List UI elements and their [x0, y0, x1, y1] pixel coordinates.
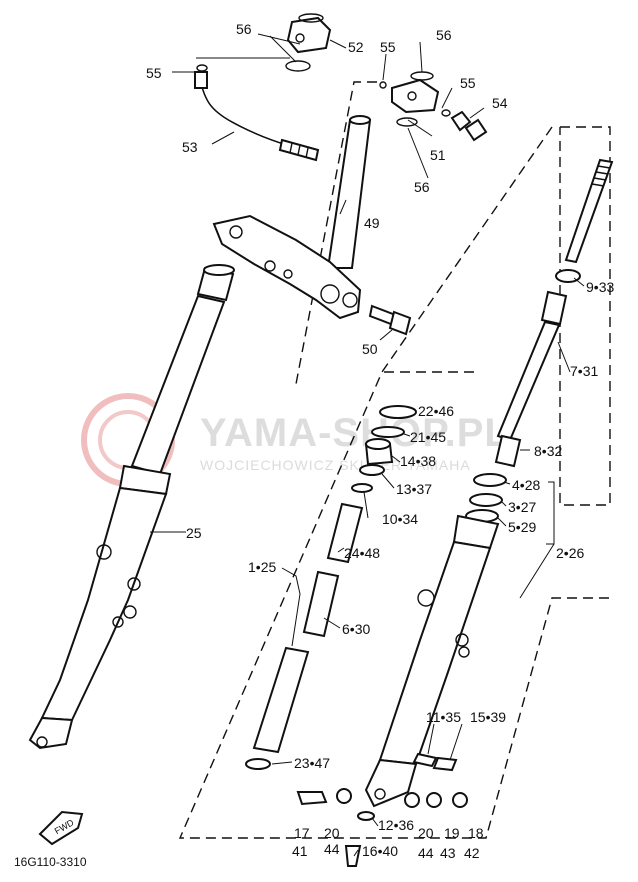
- label-18: 18: [468, 825, 484, 841]
- watermark: YAMA-SHOP.PL WOJCIECHOWICZ SKUTER YAMAHA: [81, 393, 510, 487]
- label-41: 41: [292, 843, 308, 859]
- part-11-bolt: [412, 752, 438, 768]
- part-24-inner-tube: [326, 502, 364, 564]
- right-seal-stack: [465, 473, 507, 523]
- label-53: 53: [182, 139, 198, 155]
- watermark-title: YAMA-SHOP.PL: [200, 411, 510, 455]
- label-12-36: 12•36: [378, 817, 414, 833]
- label-20-right: 20: [418, 825, 434, 841]
- label-10-34: 10•34: [382, 511, 418, 527]
- label-6-30: 6•30: [342, 621, 370, 637]
- label-7-31: 7•31: [570, 363, 598, 379]
- part-9-cap-bolt: [555, 269, 581, 283]
- part-8-spacer: [494, 434, 522, 468]
- label-56-top: 56: [236, 21, 252, 37]
- part-50-pinch-bolt: [368, 304, 412, 336]
- part-16-drain-bolt: [344, 845, 362, 867]
- part-6-slide-bushing: [302, 570, 340, 638]
- diagram-code: 16G110-3310: [14, 855, 87, 869]
- watermark-subtitle: WOJCIECHOWICZ SKUTER YAMAHA: [200, 457, 471, 473]
- center-seal-stack: [351, 405, 417, 493]
- label-22-46: 22•46: [418, 403, 454, 419]
- part-1-fork-tube: [252, 646, 310, 754]
- label-25: 25: [186, 525, 202, 541]
- label-44-left: 44: [324, 841, 340, 857]
- label-4-28: 4•28: [512, 477, 540, 493]
- label-49: 49: [364, 215, 380, 231]
- label-15-39: 15•39: [470, 709, 506, 725]
- leader-lines: [150, 33, 585, 857]
- part-23-gasket: [245, 758, 271, 770]
- part-20b-washer: [404, 792, 420, 808]
- label-24-48: 24•48: [344, 545, 380, 561]
- part-53-brake-hose: [194, 64, 320, 162]
- label-43: 43: [440, 845, 456, 861]
- label-44-right: 44: [418, 845, 434, 861]
- label-56-right: 56: [436, 27, 452, 43]
- label-11-35: 11•35: [426, 709, 461, 725]
- label-8-32: 8•32: [534, 443, 562, 459]
- forward-direction-badge: FWD: [38, 810, 84, 846]
- label-52: 52: [348, 39, 364, 55]
- label-5-29: 5•29: [508, 519, 536, 535]
- part-12-gasket: [357, 811, 375, 821]
- fwd-arrow-icon: [38, 810, 84, 846]
- part-25-left-fork: [28, 264, 235, 750]
- right-fork-frame: [178, 126, 610, 839]
- part-labels: 56 52 55 55 56 55 54 53 51 56 49 9•33 50…: [14, 21, 614, 869]
- label-23-47: 23•47: [294, 755, 330, 771]
- label-13-37: 13•37: [396, 481, 432, 497]
- label-14-38: 14•38: [400, 453, 436, 469]
- part-49-steering-stem: [212, 115, 372, 320]
- part-54-bleeder-bolt: [450, 110, 488, 142]
- label-55-right: 55: [460, 75, 476, 91]
- part-2-right-outer-tube: [364, 514, 500, 808]
- label-2-26: 2•26: [556, 545, 584, 561]
- label-50: 50: [362, 341, 378, 357]
- label-51: 51: [430, 147, 446, 163]
- label-55-top: 55: [380, 39, 396, 55]
- label-1-25: 1•25: [248, 559, 276, 575]
- part-51-brake-union: [379, 71, 451, 127]
- label-54: 54: [492, 95, 508, 111]
- label-3-27: 3•27: [508, 499, 536, 515]
- part-15-bolt: [432, 756, 458, 772]
- part-19-nut: [426, 792, 442, 808]
- label-42: 42: [464, 845, 480, 861]
- part-7-damper-rod: [496, 290, 568, 442]
- label-16-40: 16•40: [362, 843, 398, 859]
- part-17-bolt: [296, 791, 328, 806]
- label-19: 19: [444, 825, 460, 841]
- label-9-33: 9•33: [586, 279, 614, 295]
- label-20-left: 20: [324, 825, 340, 841]
- part-spring: [564, 158, 614, 264]
- label-17: 17: [294, 825, 310, 841]
- part-20-washer: [336, 788, 352, 804]
- label-56-lower: 56: [414, 179, 430, 195]
- label-21-45: 21•45: [410, 429, 446, 445]
- bottom-hardware: [296, 752, 468, 867]
- part-18-nut: [452, 792, 468, 808]
- label-55-left: 55: [146, 65, 162, 81]
- right-upper-frame: [559, 126, 611, 506]
